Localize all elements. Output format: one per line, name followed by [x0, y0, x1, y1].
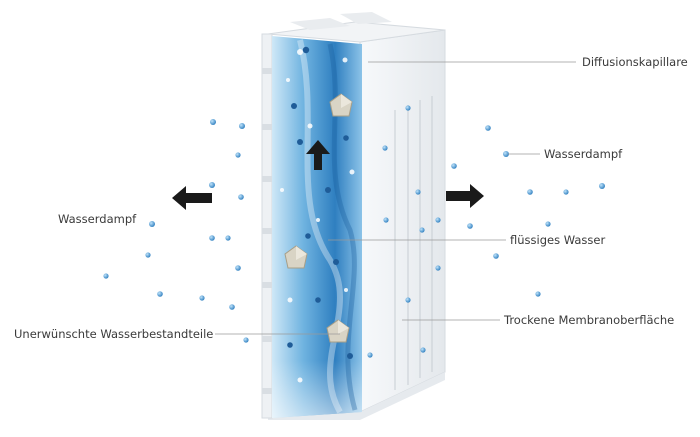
water-channel: [272, 36, 362, 418]
water-bubbles: [280, 49, 355, 383]
arrow-up-icon: [306, 140, 330, 170]
particle: [326, 319, 350, 343]
label-diffusionskapillare: Diffusionskapillare: [582, 55, 688, 69]
label-unerwuenschte: Unerwünschte Wasserbestandteile: [14, 327, 214, 341]
vapor-dots: [103, 105, 605, 358]
label-fluessiges-wasser: flüssiges Wasser: [510, 233, 606, 247]
particle: [329, 93, 353, 117]
label-trockene-membran: Trockene Membranoberfläche: [504, 313, 675, 327]
leader-lines: [215, 61, 576, 335]
arrow-right-icon: [446, 184, 484, 208]
membrane-block: [267, 12, 446, 420]
label-wasserdampf-right: Wasserdampf: [544, 147, 623, 161]
water-molecules: [287, 46, 353, 359]
impurity-particles: [284, 93, 353, 343]
label-wasserdampf-left: Wasserdampf: [58, 212, 137, 226]
arrow-left-icon: [172, 186, 212, 210]
membrane-frame: [261, 33, 273, 419]
particle: [284, 245, 308, 269]
